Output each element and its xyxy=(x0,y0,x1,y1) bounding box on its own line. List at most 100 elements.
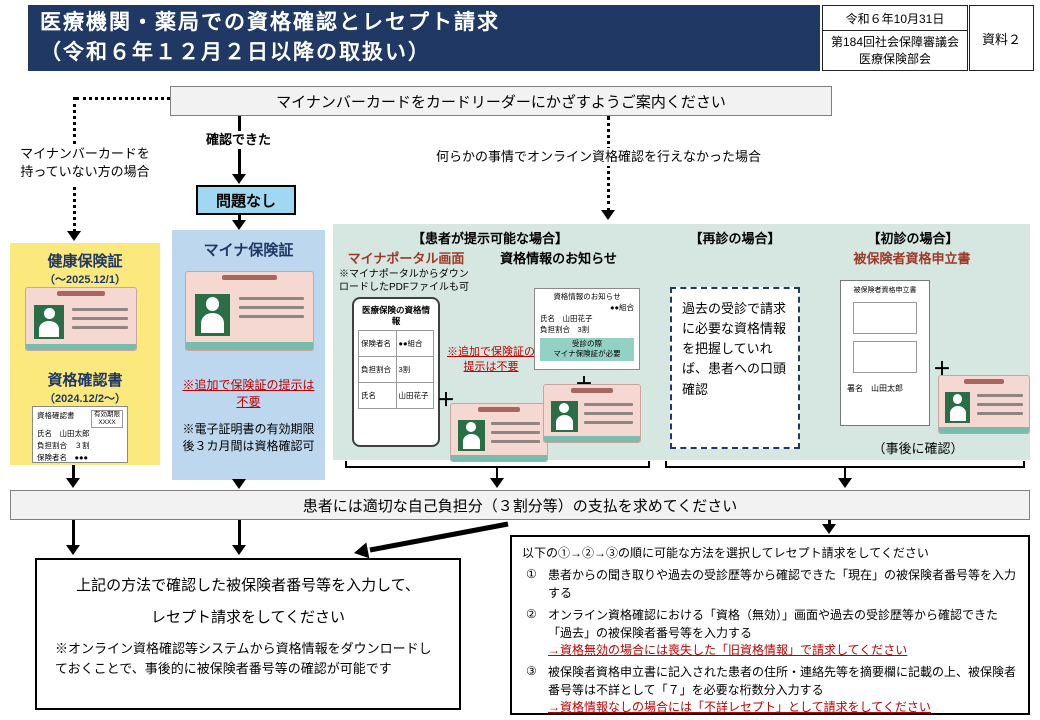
header-patient-presentable: 【患者が提示可能な場合】 xyxy=(411,231,568,246)
phone-screen-title: 医療保険の資格情報 xyxy=(361,305,430,326)
header-revisit: 【再診の場合】 xyxy=(689,231,781,246)
card-bottom-strip xyxy=(186,342,313,350)
receipt-claim-line1: 上記の方法で確認した被保険者番号等を入力して、 xyxy=(76,577,420,594)
arrowhead-to-health-insurance xyxy=(67,231,81,241)
arrowhead-to-myna xyxy=(232,220,246,230)
person-photo-icon xyxy=(33,305,65,339)
header-bar: 医療機関・薬局での資格確認とレセプト請求 （令和６年１２月２日以降の取扱い） xyxy=(28,5,820,71)
receipt-methods-box: 以下の①→②→③の順に可能な方法を選択してレセプト請求をしてください ① 患者か… xyxy=(510,535,1030,715)
method-item-3: ③ 被保険者資格申立書に記入された患者の住所・連絡先等を摘要欄に記載の上、被保険… xyxy=(522,664,1018,716)
header-first-visit: 【初診の場合】 xyxy=(867,231,959,246)
connector-bar-to-receipt-left-1 xyxy=(72,520,75,547)
mynumber-card-graphic xyxy=(450,403,548,462)
card-reader-instruction-box: マイナンバーカードをカードリーダーにかざすようご案内ください xyxy=(170,86,832,116)
receipt-claim-line2: レセプト請求をしてください xyxy=(150,608,346,626)
item-number: ① xyxy=(526,567,537,582)
plus-sign: ＋ xyxy=(933,359,951,379)
card-text-lines xyxy=(584,403,634,430)
after-confirmation-note: （事後に確認） xyxy=(872,441,964,456)
no-hokensho-note: ※追加で保険証の提示は不要 xyxy=(447,346,535,374)
row-value: 3割 xyxy=(395,356,434,384)
item-text: 患者からの聞き取りや過去の受診歴等から確認できた「現在」の被保険者番号等を入力す… xyxy=(548,568,1017,600)
table-row: 氏名 山田花子 xyxy=(358,382,434,410)
row-value: ●●組合 xyxy=(395,330,434,358)
person-photo-icon xyxy=(194,293,231,336)
connector-bar-to-receipt-left-2 xyxy=(238,520,241,547)
committee-box: 第184回社会保障審議会 医療保険部会 xyxy=(822,30,968,71)
mynaportal-screen-title: マイナポータル画面 xyxy=(347,251,465,266)
material-number-box: 資料２ xyxy=(969,5,1034,71)
bracket2-right-tick xyxy=(1023,461,1025,467)
card-title-bar xyxy=(570,388,614,393)
table-row: 負担割合 3割 xyxy=(358,356,434,384)
moushitate-doc-heading: 被保険者資格申立書 xyxy=(853,287,917,294)
bracket1-drop xyxy=(496,466,498,479)
qdoc-ratio: 負担割合 ３割 xyxy=(37,440,90,450)
connector-bar-to-receipt-right xyxy=(828,520,831,526)
connector-yellow-to-bar xyxy=(72,465,75,479)
item-red-note: →資格情報なしの場合には「不詳レセプト」として請求をしてください xyxy=(548,700,931,715)
row-label: 負担割合 xyxy=(358,356,397,384)
mynumber-card-graphic xyxy=(543,384,641,443)
qualification-confirmation-doc-graphic: 資格確認書 有効期限 XXXX 氏名 山田太郎 負担割合 ３割 保険者名 ●●● xyxy=(32,406,128,463)
table-row: 保険者名 ●●組合 xyxy=(358,330,434,358)
fallback-methods-section: 【患者が提示可能な場合】 【再診の場合】 【初診の場合】 マイナポータル画面 資… xyxy=(333,224,1030,462)
arrowhead-to-no-problem xyxy=(232,174,246,184)
method-item-1: ① 患者からの聞き取りや過去の受診歴等から確認できた「現在」の被保険者番号等を入… xyxy=(522,567,1018,602)
item-text: 被保険者資格申立書に記入された患者の住所・連絡先等を摘要欄に記載の上、被保険者番… xyxy=(548,665,1017,697)
qdoc-insurer: 保険者名 ●●● xyxy=(37,452,89,462)
bracket1-left-tick xyxy=(345,461,347,467)
notice-doc-title: 資格情報のお知らせ xyxy=(553,292,621,301)
row-label: 保険者名 xyxy=(358,330,397,358)
qualification-notice-title: 資格情報のお知らせ xyxy=(500,251,617,266)
form-field-box xyxy=(853,302,917,334)
person-photo-icon xyxy=(550,400,578,432)
myna-insurance-section: マイナ保険証 ※追加で保険証の提示は不要 ※電子証明書の有効期限後３カ月間は資格… xyxy=(172,230,325,480)
item-text: オンライン資格確認における「資格（無効）」画面や過去の受診歴等から確認できた「過… xyxy=(548,608,999,640)
qualification-doc-title: 資格確認書 xyxy=(47,372,123,389)
person-photo-icon xyxy=(457,419,485,451)
label-no-mynumber-card: マイナンバーカードを 持っていない方の場合 xyxy=(20,146,150,180)
bracket2-drop xyxy=(844,466,846,479)
payment-request-bar: 患者には適切な自己負担分（３割分等）の支払を求めてください xyxy=(10,490,1030,520)
notice-doc-name: 氏名 山田花子 xyxy=(540,313,593,323)
card-text-lines xyxy=(976,394,1023,421)
myna-note-no-hokensho: ※追加で保険証の提示は不要 xyxy=(182,378,315,409)
pdf-download-note: ※マイナポータルからダウンロードしたPDFファイルも可 xyxy=(339,269,469,293)
mynaportal-phone-graphic: 医療保険の資格情報 保険者名 ●●組合 負担割合 3割 氏名 山田花子 xyxy=(352,297,440,447)
arrowhead-receipt-left-2 xyxy=(232,545,246,555)
qualification-doc-period: （2024.12/2～） xyxy=(44,393,126,405)
mynumber-card-graphic xyxy=(185,271,314,351)
card-title-bar xyxy=(221,275,278,280)
page-title-line2: （令和６年１２月２日以降の取扱い） xyxy=(40,41,431,64)
card-title-bar xyxy=(56,291,106,296)
myna-note-certificate-expiry: ※電子証明書の有効期限後３カ月間は資格確認可 xyxy=(182,422,315,453)
card-text-lines xyxy=(239,296,305,324)
arrowhead-bracket1 xyxy=(490,478,504,488)
arrowhead-receipt-left-1 xyxy=(66,545,80,555)
revisit-verbal-confirmation-box: 過去の受診で請求に必要な資格情報を把握していれば、患者への口頭確認 xyxy=(670,287,800,449)
card-title-bar xyxy=(477,407,521,412)
card-bottom-strip xyxy=(939,427,1029,433)
card-title-bar xyxy=(964,379,1004,384)
receipt-claim-note: ※オンライン資格確認等システムから資格情報をダウンロードしておくことで、事後的に… xyxy=(55,641,432,676)
arrow-diagonal-to-receipt-left xyxy=(354,521,509,559)
date-box: 令和６年10月31日 xyxy=(822,5,968,31)
qualification-notice-doc-graphic: 資格情報のお知らせ ●●組合 氏名 山田花子 負担割合 3割 受診の際 マイナ保… xyxy=(534,288,640,370)
card-bottom-strip xyxy=(451,455,547,461)
arrowhead-receipt-right xyxy=(822,524,836,534)
label-confirmed: 確認できた xyxy=(203,131,275,150)
connector-dotted-left-horizontal xyxy=(76,97,170,100)
signature-line: 署名 山田太郎 xyxy=(847,384,903,393)
qdoc-title: 資格確認書 xyxy=(37,411,75,420)
item-number: ② xyxy=(526,607,537,622)
health-insurance-section: 健康保険証 （～2025.12/1） 資格確認書 （2024.12/2～） 資格… xyxy=(10,243,160,465)
moushitate-doc-title: 被保険者資格申立書 xyxy=(853,251,971,266)
notice-doc-ratio: 負担割合 3割 xyxy=(540,324,590,334)
arrowhead-yellow-to-bar xyxy=(66,478,80,488)
page-title-line1: 医療機関・薬局での資格確認とレセプト請求 xyxy=(40,10,500,34)
health-insurance-period: （～2025.12/1） xyxy=(44,274,126,286)
arrowhead-bracket2 xyxy=(838,478,852,488)
no-problem-box: 問題なし xyxy=(196,185,296,215)
notice-doc-highlight: 受診の際 マイナ保険証が必要 xyxy=(540,337,634,362)
